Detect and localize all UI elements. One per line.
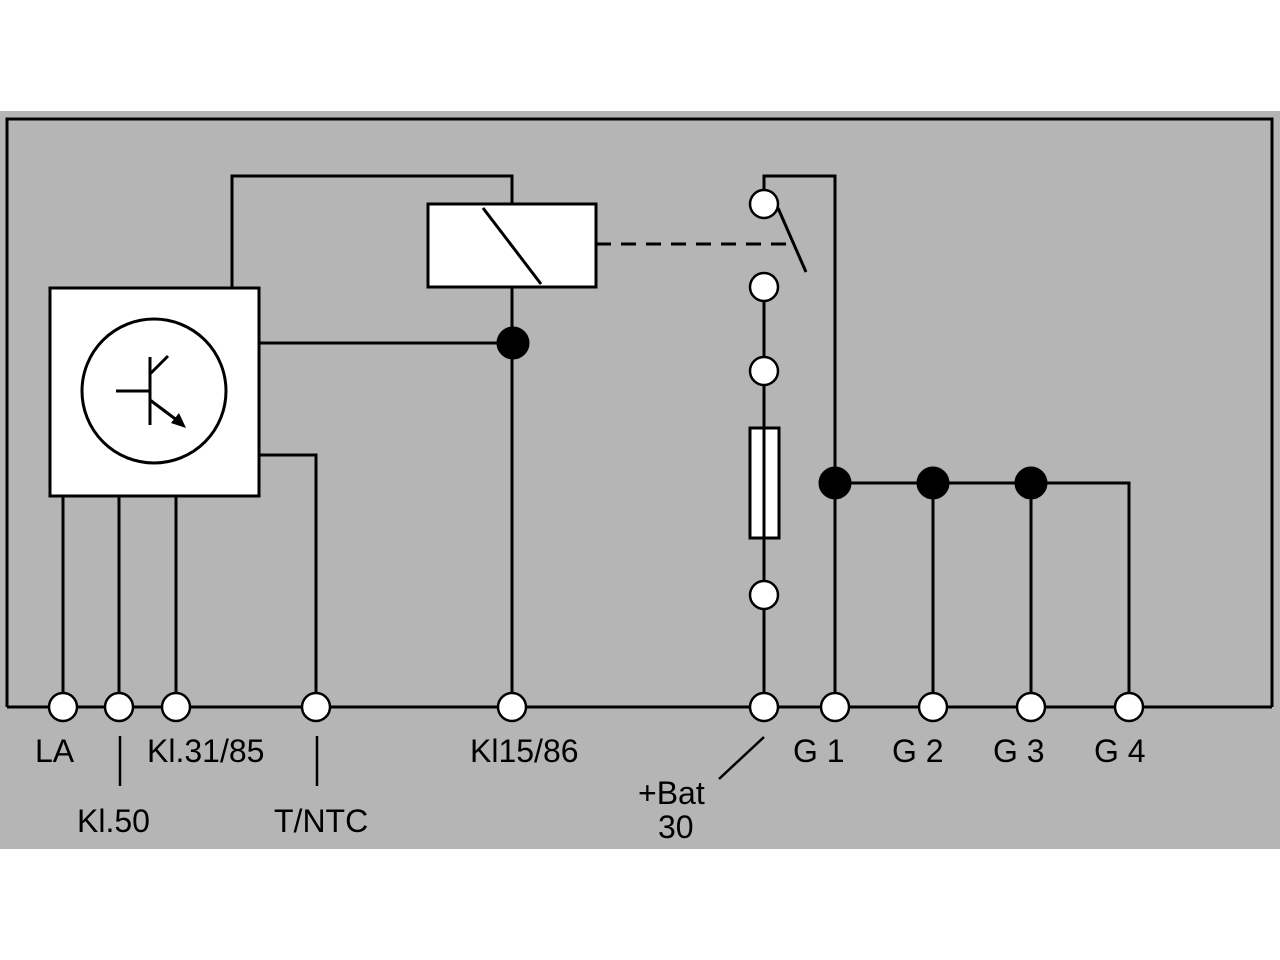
label-g1: G 1 (793, 733, 845, 769)
terminal-t-ntc (300, 691, 332, 723)
terminal-kl15-86 (496, 691, 528, 723)
label-t-ntc: T/NTC (274, 803, 368, 839)
terminal-g1 (819, 691, 851, 723)
terminal-kl50 (103, 691, 135, 723)
terminal-g3 (1015, 691, 1047, 723)
switch-contact-icon (748, 188, 780, 220)
label-kl50: Kl.50 (77, 803, 150, 839)
leader-bat30 (718, 736, 765, 780)
wire-t-ntc (259, 453, 318, 707)
label-la: LA (35, 733, 75, 769)
wire-unit-to-relay-top (230, 174, 514, 288)
label-kl31-85: Kl.31/85 (147, 733, 264, 769)
label-g2: G 2 (892, 733, 944, 769)
fuse-icon (748, 426, 781, 540)
label-kl15-86: Kl15/86 (470, 733, 579, 769)
fuse-terminal-bottom (748, 579, 780, 611)
label-bat: +Bat (638, 775, 705, 811)
switch-blade (776, 207, 808, 273)
junction-dot (818, 466, 852, 500)
terminal-kl31-85 (160, 691, 192, 723)
label-bat-30: 30 (658, 809, 694, 845)
control-unit (48, 286, 261, 498)
terminal-la (47, 691, 79, 723)
terminal-g4 (1113, 691, 1145, 723)
junction-dot (916, 466, 950, 500)
terminal-bat30 (748, 691, 780, 723)
label-g4: G 4 (1094, 733, 1146, 769)
terminal-g2 (917, 691, 949, 723)
junction-dot (496, 326, 530, 360)
transistor-symbol-icon (80, 317, 228, 465)
junction-dot (1014, 466, 1048, 500)
switch-contact-terminal (748, 271, 780, 303)
fuse-terminal-top (748, 355, 780, 387)
relay-coil-icon (426, 202, 598, 289)
housing-outline (5, 117, 1274, 707)
label-g3: G 3 (993, 733, 1045, 769)
